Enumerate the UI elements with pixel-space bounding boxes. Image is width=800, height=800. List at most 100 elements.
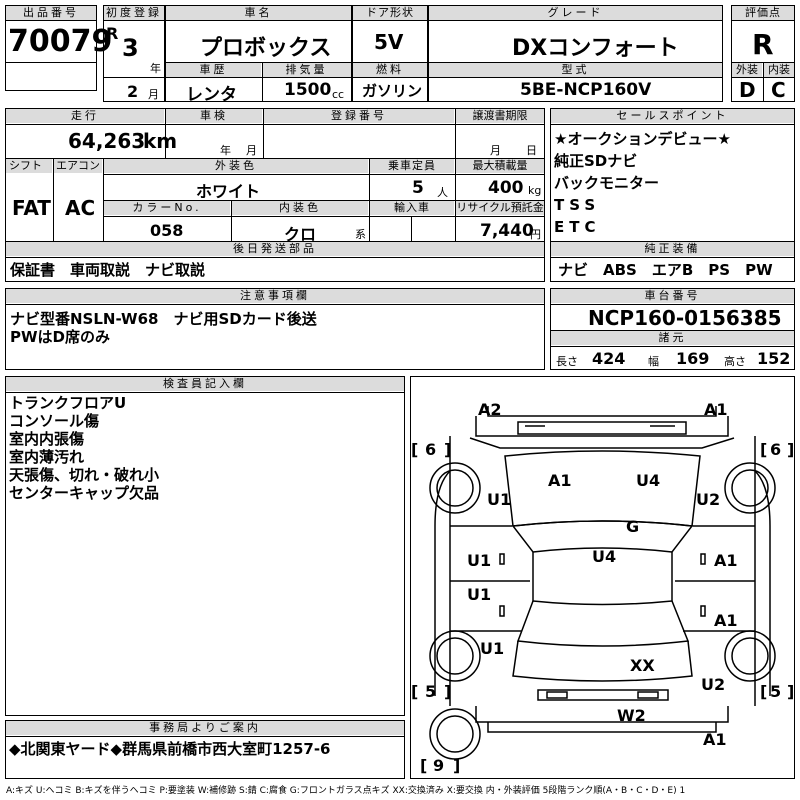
doors-value: 5V [374,30,404,54]
later-parts-value: 保証書 車両取説 ナビ取説 [10,261,206,279]
name-box [165,5,352,102]
dmg-w2-rear: W2 [617,706,646,725]
history-label: 車歴 [166,63,261,77]
mileage-label: 走行 [6,109,164,123]
sales-item: ★オークションデビュー★ [554,130,731,148]
era: R [106,24,119,43]
capacity-unit: 人 [437,186,448,199]
car-diagram: [ ] [ ] [ ] [ ] [ ] [411,406,794,775]
dmg-u4-roof: U4 [592,547,617,566]
dmg-u1-rear-left: U1 [480,639,505,658]
recycle-label: リサイクル預託金 [456,201,544,215]
dmg-u2-front-right: U2 [696,490,721,509]
ext-color-value: ホワイト [196,182,261,201]
first-reg-label: 初度登録 [104,6,164,20]
sales-box [550,108,795,282]
inspector-line: センターキャップ欠品 [9,484,160,502]
dmg-a1-bottom-right: A1 [703,730,727,749]
notes-line: ナビ型番NSLN-W68 ナビ用SDカード後送 [10,310,317,328]
office-box [5,720,405,779]
lot-box [5,5,97,91]
grade-label: グレード [429,6,722,20]
height-value: 152 [757,349,791,368]
dmg-xx-rear-glass: XX [630,656,655,675]
model-value: 5BE-NCP160V [520,80,652,100]
insp-year: 年 [220,144,231,157]
tire-left-front-bracket-close: ] [444,440,451,459]
dmg-a1-hood: A1 [548,471,572,490]
transfer-day: 日 [526,144,537,157]
dmg-a1-top-right: A1 [704,400,728,419]
capacity-label: 乗車定員 [370,159,454,173]
width-label: 幅 [648,355,659,368]
dmg-g-windshield: G [626,517,640,536]
legend: A:キズ U:ヘコミ B:キズを伴うヘコミ P:要塗装 W:補修跡 S:錆 C:… [6,786,686,796]
details-box [5,108,545,282]
exterior-value: D [739,78,756,102]
year-unit: 年 [150,62,161,75]
interior-label: 内装 [764,63,794,77]
sales-item: バックモニター [554,174,660,192]
specs-label: 諸元 [551,331,794,345]
tire-right-rear-bracket-open: [ [760,682,767,701]
fuel-value: ガソリン [362,82,423,100]
dmg-u4-hood: U4 [636,471,661,490]
length-value: 424 [592,349,626,368]
transfer-month: 月 [490,144,501,157]
chassis-label: 車台番号 [551,289,794,303]
int-color-label: 内装色 [232,201,368,215]
tire-spare-bracket-open: [ [420,756,427,775]
int-color-unit: 系 [355,228,366,241]
exterior-label: 外装 [732,63,762,77]
tire-left-front-value: 6 [425,440,437,459]
inspection-label: 車検 [166,109,262,123]
dmg-a2-top-left: A2 [478,400,502,419]
doors-label: ドア形状 [353,6,427,20]
tire-left-front-bracket-open: [ [411,440,418,459]
color-no-label: カラーNo. [104,201,230,215]
displacement-value: 1500 [284,80,332,100]
sales-item: 純正SDナビ [554,152,638,170]
dmg-u1-front-left: U1 [487,490,512,509]
tire-left-rear-bracket-close: ] [444,682,451,701]
inspector-line: 室内薄汚れ [9,448,85,466]
tire-right-rear-value: 5 [770,682,782,701]
score-value: R [752,28,774,61]
load-label: 最大積載量 [456,159,544,173]
notes-line: PWはD席のみ [10,328,110,346]
sales-item: TSS [554,196,601,214]
insp-month: 月 [246,144,257,157]
tire-left-rear-value: 5 [425,682,437,701]
int-color-value: クロ [284,225,317,244]
inspector-label: 検査員記入欄 [6,377,404,391]
load-value: 400 [488,178,524,198]
inspector-box [5,376,405,716]
inspector-line: コンソール傷 [9,412,100,430]
import-label: 輸入車 [370,201,454,215]
year-num: 3 [122,34,139,62]
name-label: 車名 [166,6,351,20]
tire-spare-value: 9 [433,756,445,775]
transfer-label: 譲渡書期限 [456,109,544,123]
shift-label: シフト [6,159,52,173]
length-label: 長さ [556,355,578,368]
history-value: レンタ [186,85,237,105]
displacement-unit: cc [332,88,345,101]
dmg-u1-door-lf: U1 [467,551,492,570]
tire-right-front-bracket-open: [ [760,440,767,459]
first-reg-box [103,5,165,102]
ext-color-label: 外装色 [104,159,368,173]
width-value: 169 [676,349,710,368]
mileage-unit: km [143,129,178,153]
dmg-a1-door-rf: A1 [714,551,738,570]
tire-right-front-bracket-close: ] [787,440,794,459]
sales-label: セールスポイント [551,109,794,123]
fuel-label: 燃料 [353,63,427,77]
sales-item: ETC [554,218,601,236]
ac-label: エアコン [54,159,102,173]
model-label: 型式 [429,63,722,77]
grade-box [428,5,723,102]
month-num: 2 [127,82,139,101]
displacement-label: 排気量 [262,63,351,77]
doors-box [352,5,428,102]
